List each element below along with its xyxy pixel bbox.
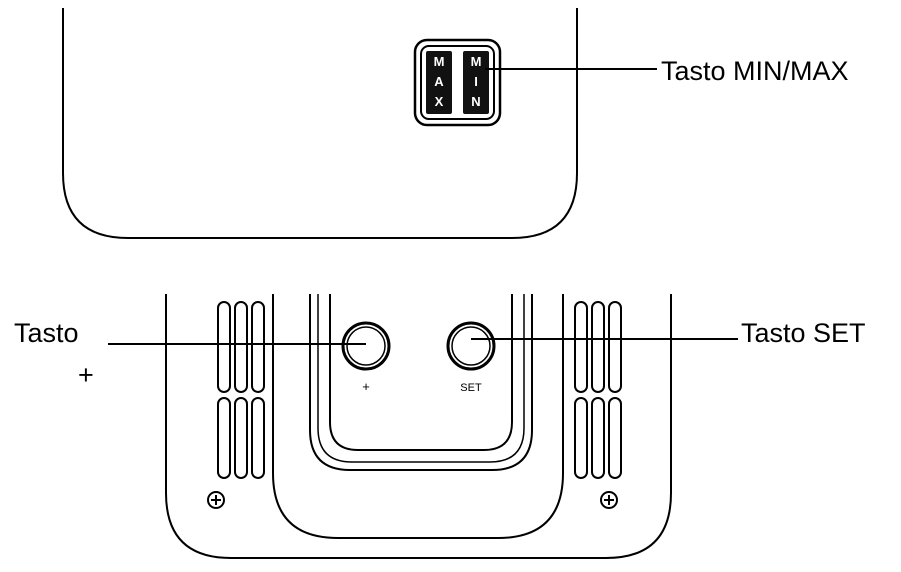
max-key-face[interactable] xyxy=(426,51,452,114)
min-key-face[interactable] xyxy=(463,51,489,114)
min-letter: N xyxy=(471,94,480,109)
channel-outer xyxy=(309,294,533,471)
max-letter: M xyxy=(434,54,445,69)
right-vent xyxy=(574,301,622,479)
max-letter: A xyxy=(434,74,444,89)
min-letter: I xyxy=(474,74,478,89)
channel-middle xyxy=(317,294,525,463)
inner-panel-outline xyxy=(272,294,564,539)
left-vent xyxy=(217,301,265,479)
minmax-key[interactable]: M A X M I N xyxy=(413,38,502,127)
plus-callout-label: Tasto xyxy=(14,318,79,348)
device-bottom-outline xyxy=(165,294,672,559)
minmax-callout-label: Tasto MIN/MAX xyxy=(661,56,849,86)
plus-button-label: + xyxy=(362,379,370,394)
set-callout-label: Tasto SET xyxy=(741,318,866,348)
set-button-label: SET xyxy=(460,382,482,394)
min-letter: M xyxy=(471,54,482,69)
channel-inner xyxy=(329,294,513,451)
max-letter: X xyxy=(435,94,444,109)
plus-callout-symbol: + xyxy=(78,360,94,390)
set-button[interactable] xyxy=(446,321,496,371)
right-screw-icon xyxy=(600,491,618,509)
device-top-outline xyxy=(62,8,578,239)
plus-button[interactable] xyxy=(341,321,391,371)
left-screw-icon xyxy=(207,491,225,509)
